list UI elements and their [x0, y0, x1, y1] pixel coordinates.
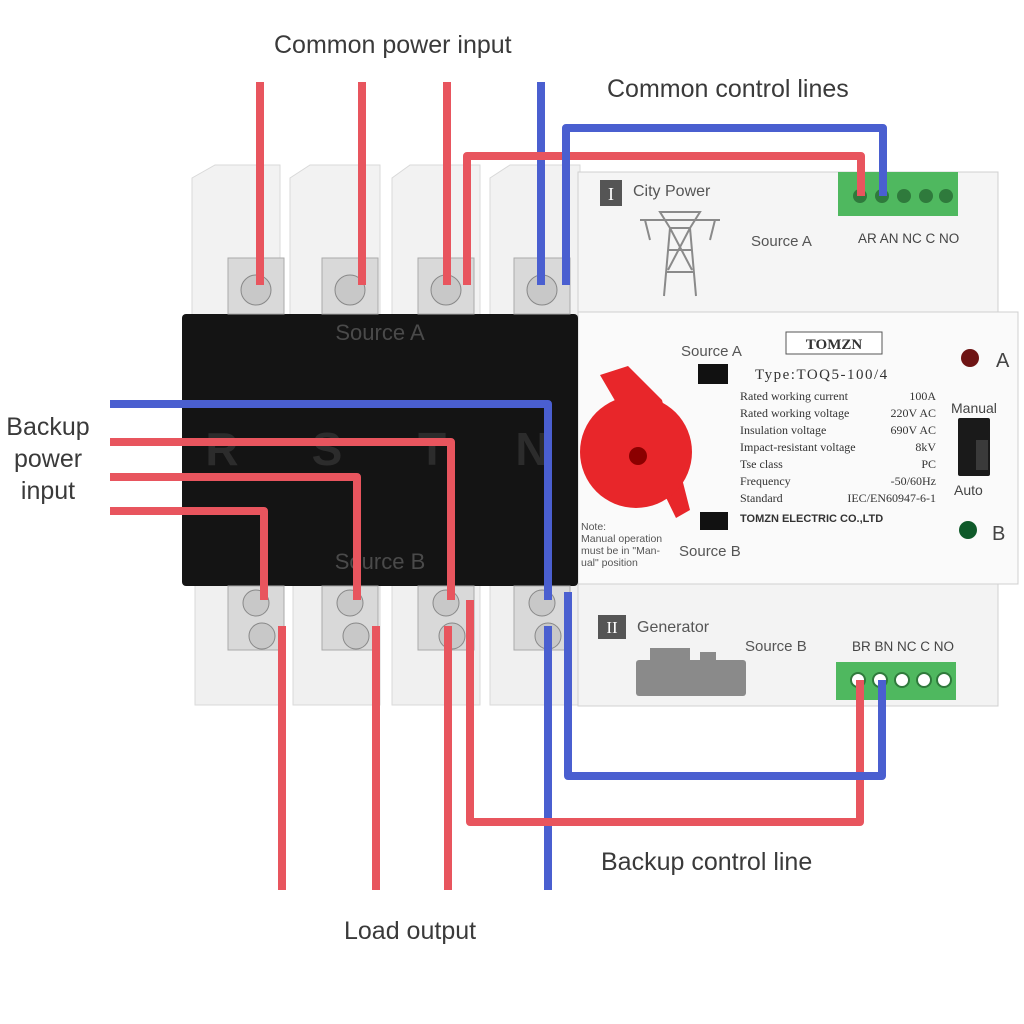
spec-value: PC — [921, 457, 936, 471]
wire-control-an — [562, 124, 887, 285]
note-line: Manual operation — [581, 533, 662, 545]
top-source-a-label: Source A — [751, 233, 812, 250]
spec-value: 690V AC — [891, 423, 936, 437]
wire-backup-t — [110, 438, 455, 600]
roman-numeral-badge-i — [600, 180, 622, 206]
lamp-b-indicator — [959, 521, 977, 539]
wire-backup-n — [110, 400, 552, 600]
rotary-handle[interactable] — [580, 366, 692, 518]
city-power-label: City Power — [633, 183, 711, 200]
caption-common-control-lines: Common control lines — [607, 75, 849, 103]
note-line: must be in "Man- — [581, 545, 661, 557]
spec-label: Standard — [740, 491, 783, 505]
top-terminal-labels: AR AN NC C NO — [858, 231, 959, 246]
wire-backup-r — [110, 507, 268, 600]
spec-value: -50/60Hz — [891, 474, 936, 488]
screw-icon — [432, 589, 460, 617]
screw-icon — [248, 622, 276, 650]
caption-backup-power-input-line-2: power — [13, 445, 83, 473]
body-source-b-label: Source B — [335, 549, 426, 574]
caption-common-power-input: Common power input — [274, 31, 512, 59]
note-line: ual" position — [581, 557, 638, 569]
source-a-window — [698, 364, 728, 384]
screw-icon — [342, 622, 370, 650]
caption-load-output: Load output — [344, 917, 477, 945]
brand-name: TOMZN — [806, 337, 863, 353]
spec-value: 100A — [909, 389, 936, 403]
spec-label: Impact-resistant voltage — [740, 440, 856, 454]
lamp-a-indicator — [961, 349, 979, 367]
wire-control-br — [466, 600, 864, 826]
wire-control-ar — [463, 152, 865, 285]
spec-label: Insulation voltage — [740, 423, 826, 437]
note-line: Note: — [581, 521, 606, 533]
phase-s-label: S — [312, 423, 343, 475]
city-power-module: I City Power Source A AR AN NC C NO — [577, 171, 999, 323]
generator-label: Generator — [637, 619, 710, 636]
lamp-a-label: A — [996, 350, 1010, 372]
manual-label: Manual — [951, 400, 997, 416]
auto-label: Auto — [954, 482, 983, 498]
bottom-terminal-labels: BR BN NC C NO — [852, 639, 954, 654]
generator-icon — [636, 648, 746, 696]
roman-numeral-badge-ii — [598, 615, 626, 639]
spec-label: Rated working current — [740, 389, 849, 403]
roman-numeral-ii: II — [606, 618, 618, 637]
brand-box — [785, 331, 883, 355]
caption-backup-power-input: Backup power input — [0, 411, 96, 507]
generator-module: II Generator Source B BR BN NC C NO — [577, 581, 999, 707]
source-b-window — [700, 512, 728, 530]
bottom-source-b-label: Source B — [745, 638, 807, 655]
maker-label: TOMZN ELECTRIC CO.,LTD — [740, 513, 883, 525]
screw-icon — [334, 274, 366, 306]
wiring — [110, 82, 887, 890]
spec-value: 8kV — [915, 440, 936, 454]
roman-numeral-i: I — [608, 184, 614, 204]
spec-table: Rated working current 100A Rated working v… — [740, 389, 936, 505]
switch-body: Source A Source B R S T N — [182, 314, 578, 586]
spec-label: Rated working voltage — [740, 406, 849, 420]
pylon-icon — [640, 211, 720, 297]
type-label: Type:TOQ5-100/4 — [755, 367, 889, 383]
phase-n-label: N — [515, 423, 548, 475]
spec-value: IEC/EN60947-6-1 — [847, 491, 936, 505]
caption-backup-control-line: Backup control line — [601, 848, 813, 876]
panel-source-a-label: Source A — [681, 343, 742, 360]
caption-backup-power-input-line-3: input — [20, 477, 76, 505]
phase-t-label: T — [418, 423, 446, 475]
spec-label: Frequency — [740, 474, 791, 488]
wire-control-bn — [564, 592, 886, 780]
mode-switch-slider[interactable] — [976, 440, 988, 470]
spec-label: Tse class — [740, 457, 783, 471]
phase-r-label: R — [205, 423, 238, 475]
caption-backup-power-input-line-1: Backup — [6, 413, 90, 441]
front-panel: Source A TOMZN Type:TOQ5-100/4 Rated wor… — [577, 311, 1019, 585]
panel-source-b-label: Source B — [679, 543, 741, 560]
wire-backup-s — [110, 473, 361, 600]
lamp-b-label: B — [992, 523, 1005, 545]
spec-value: 220V AC — [891, 406, 936, 420]
handle-indicator-icon — [629, 447, 647, 465]
body-source-a-label: Source A — [335, 320, 425, 345]
